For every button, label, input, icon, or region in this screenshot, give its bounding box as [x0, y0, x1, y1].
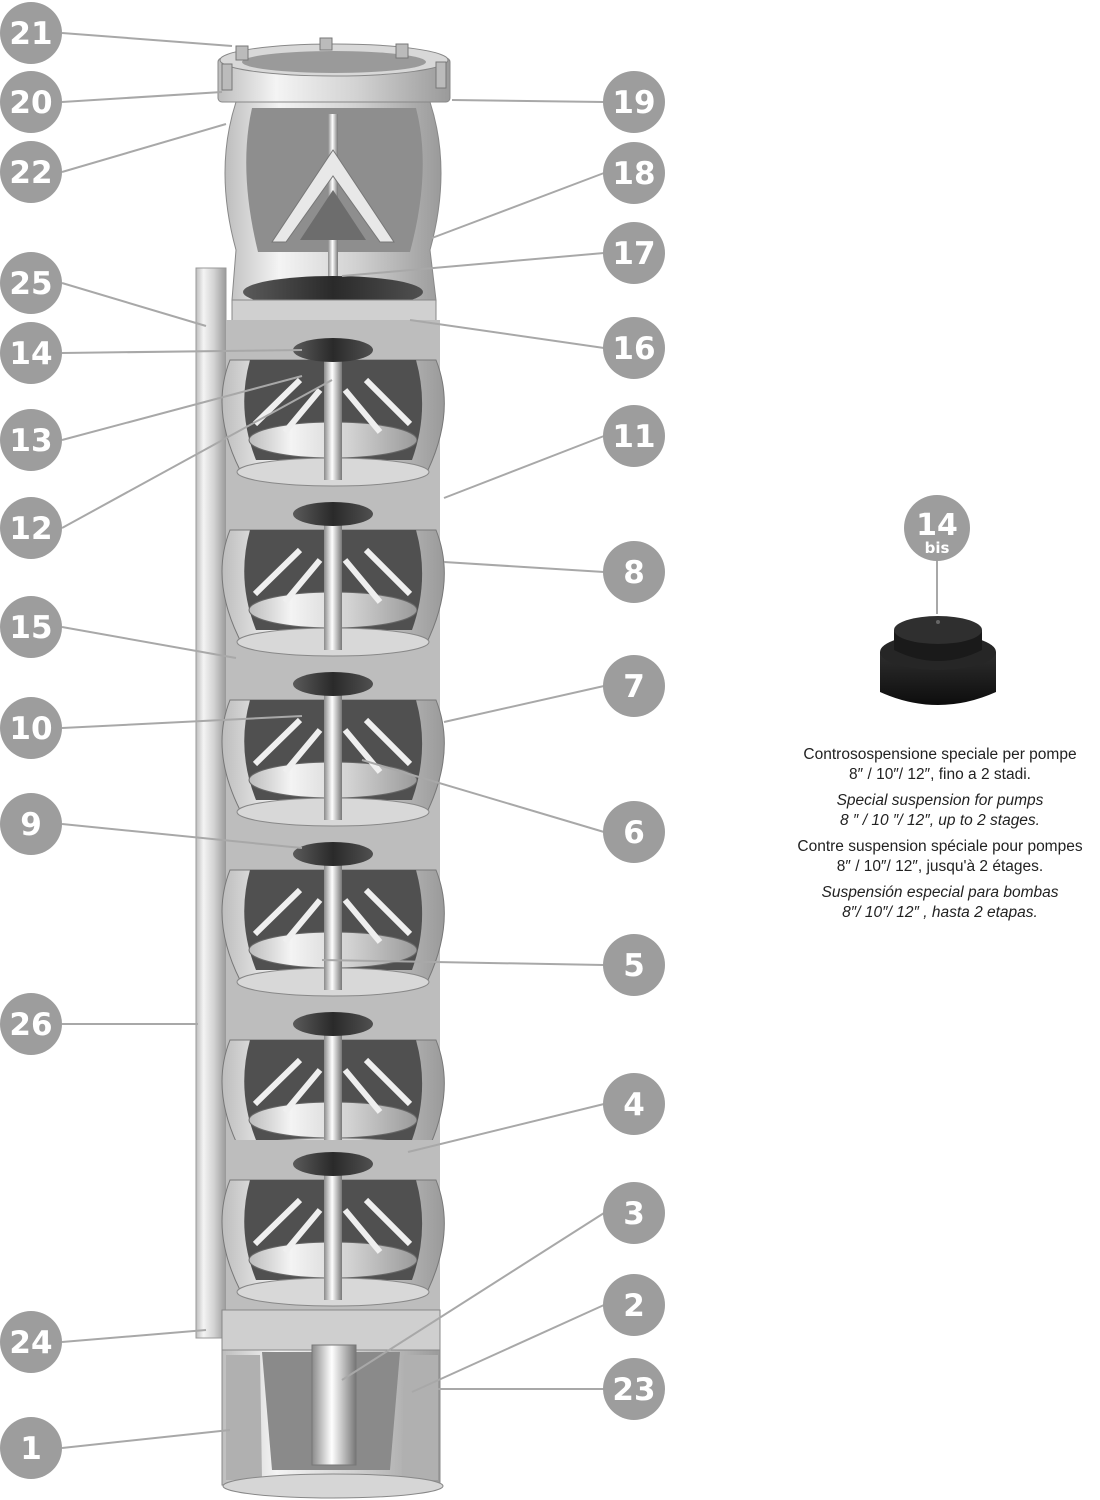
svg-text:6: 6 — [623, 815, 645, 851]
callout-1: 1 — [0, 1417, 62, 1479]
svg-text:22: 22 — [9, 155, 52, 191]
callout-18: 18 — [603, 142, 665, 204]
diffuser-stages — [221, 320, 445, 1310]
svg-text:24: 24 — [9, 1325, 52, 1361]
legend-english: Special suspension for pumps 8 ″ / 10 ″/… — [760, 791, 1100, 831]
callout-20: 20 — [0, 71, 62, 133]
suspension-part-image — [880, 616, 996, 705]
flange-bolts — [221, 37, 447, 91]
svg-text:2: 2 — [623, 1288, 645, 1324]
callout-badges: 21 20 22 25 14 13 12 15 10 9 26 24 1 19 … — [0, 2, 665, 1479]
callout-25: 25 — [0, 252, 62, 314]
svg-text:14: 14 — [9, 336, 52, 372]
svg-text:7: 7 — [623, 669, 645, 705]
svg-text:13: 13 — [9, 423, 52, 459]
svg-text:23: 23 — [612, 1372, 655, 1408]
legend-line: 8″/ 10″/ 12″ , hasta 2 etapas. — [842, 904, 1038, 921]
svg-text:1: 1 — [20, 1431, 42, 1467]
svg-text:4: 4 — [623, 1087, 645, 1123]
svg-text:9: 9 — [20, 807, 42, 843]
svg-text:25: 25 — [9, 266, 52, 302]
legend-italian: Controsospensione speciale per pompe 8″ … — [760, 745, 1100, 785]
callout-13: 13 — [0, 409, 62, 471]
svg-text:16: 16 — [612, 331, 655, 367]
svg-text:21: 21 — [9, 16, 52, 52]
svg-text:12: 12 — [9, 511, 52, 547]
svg-text:26: 26 — [9, 1007, 52, 1043]
callout-6: 6 — [603, 801, 665, 863]
callout-24: 24 — [0, 1311, 62, 1373]
callout-23: 23 — [603, 1358, 665, 1420]
callout-12: 12 — [0, 497, 62, 559]
legend-line: Special suspension for pumps — [836, 792, 1044, 809]
callout-15: 15 — [0, 596, 62, 658]
svg-text:17: 17 — [612, 236, 655, 272]
callout-16: 16 — [603, 317, 665, 379]
legend-line: 8″ / 10″/ 12″, fino a 2 stadi. — [849, 766, 1031, 783]
callout-5: 5 — [603, 934, 665, 996]
legend-line: Controsospensione speciale per pompe — [803, 746, 1077, 763]
svg-text:5: 5 — [623, 948, 645, 984]
svg-text:11: 11 — [612, 419, 655, 455]
legend-line: 8″ / 10″/ 12″, jusqu'à 2 étages. — [836, 858, 1044, 875]
callout-19: 19 — [603, 71, 665, 133]
leader-lines — [61, 32, 605, 1449]
stage-1 — [221, 320, 445, 490]
suspension-legend: Controsospensione speciale per pompe 8″ … — [760, 745, 1100, 929]
svg-text:18: 18 — [612, 156, 655, 192]
badge-14bis-num: 14 — [916, 508, 958, 543]
outer-casing — [195, 267, 227, 1339]
svg-text:8: 8 — [623, 555, 645, 591]
stage-6 — [221, 1140, 445, 1310]
callout-17: 17 — [603, 222, 665, 284]
callout-4: 4 — [603, 1073, 665, 1135]
svg-text:20: 20 — [9, 85, 52, 121]
callout-9: 9 — [0, 793, 62, 855]
stage-2 — [221, 490, 445, 660]
callout-3: 3 — [603, 1182, 665, 1244]
legend-line: 8 ″ / 10 ″/ 12″, up to 2 stages. — [839, 812, 1040, 829]
detail-14bis: 14 bis — [880, 495, 996, 705]
badge-14bis-sub: bis — [925, 539, 950, 557]
callout-2: 2 — [603, 1274, 665, 1336]
svg-text:10: 10 — [9, 711, 52, 747]
stage-3 — [221, 660, 445, 830]
callout-14: 14 — [0, 322, 62, 384]
callout-10: 10 — [0, 697, 62, 759]
check-valve — [271, 114, 395, 284]
callout-21: 21 — [0, 2, 62, 64]
pump-body — [195, 37, 451, 1499]
legend-line: Suspensión especial para bombas — [821, 884, 1059, 901]
suction-housing — [221, 1309, 444, 1499]
svg-text:19: 19 — [612, 85, 655, 121]
svg-text:3: 3 — [623, 1196, 645, 1232]
legend-french: Contre suspension spéciale pour pompes 8… — [760, 837, 1100, 877]
legend-spanish: Suspensión especial para bombas 8″/ 10″/… — [760, 883, 1100, 923]
callout-8: 8 — [603, 541, 665, 603]
svg-text:15: 15 — [9, 610, 52, 646]
callout-26: 26 — [0, 993, 62, 1055]
callout-11: 11 — [603, 405, 665, 467]
callout-22: 22 — [0, 141, 62, 203]
callout-7: 7 — [603, 655, 665, 717]
badge-14bis — [904, 495, 970, 561]
stage-4 — [221, 830, 445, 1000]
legend-line: Contre suspension spéciale pour pompes — [797, 838, 1083, 855]
